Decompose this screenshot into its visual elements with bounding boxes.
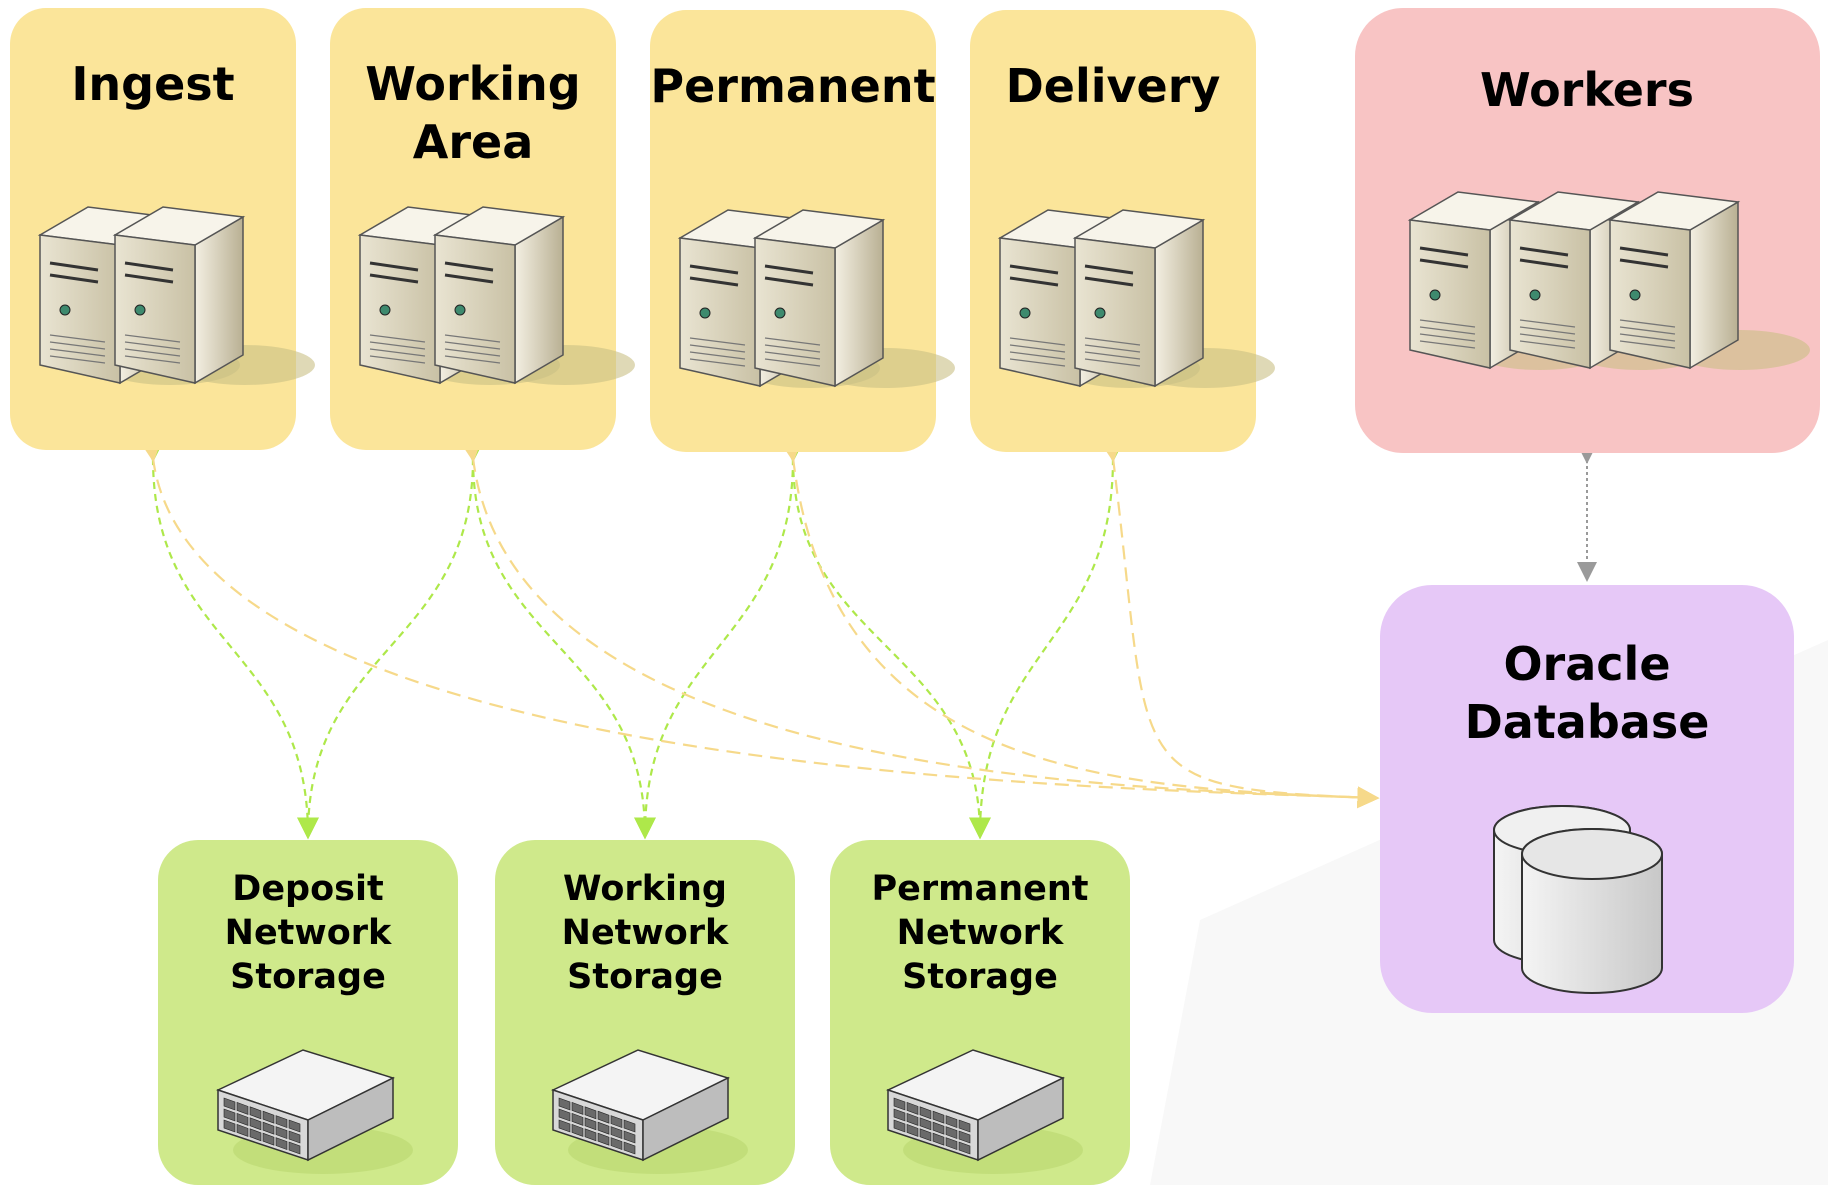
server-panel-delivery: Delivery [970, 10, 1275, 452]
storage-panel-permanent: Permanent Network Storage [830, 840, 1130, 1185]
server-tower-icon [37, 206, 315, 385]
storage-array-icon [885, 1049, 1083, 1174]
database-link [779, 439, 1380, 809]
panel-title-line-3: Storage [567, 957, 723, 997]
panel-title: Delivery [1006, 59, 1221, 113]
workers-panel: Workers [1355, 8, 1820, 453]
panel-title-line-2: Network [225, 913, 392, 953]
panel-title-line-2: Network [897, 913, 1064, 953]
server-tower-icon [677, 209, 955, 388]
panel-title-line-2: Area [413, 115, 534, 169]
storage-array-icon [550, 1049, 748, 1174]
worker-tower-icon [1407, 191, 1810, 370]
panel-title-line-3: Storage [230, 957, 386, 997]
server-panel-permanent: Permanent [650, 10, 955, 452]
server-tower-icon [357, 206, 635, 385]
server-panel-ingest: Ingest [10, 8, 315, 450]
storage-link [634, 440, 805, 840]
database-link [1099, 439, 1380, 809]
connections-layer [139, 439, 1597, 840]
storage-panel-working: Working Network Storage [495, 840, 795, 1185]
storage-panel-deposit: Deposit Network Storage [158, 840, 458, 1185]
storage-link [297, 440, 485, 840]
panel-title-line-1: Working [563, 869, 727, 909]
panel-title-line-1: Oracle [1503, 637, 1670, 691]
database-link [459, 439, 1380, 809]
storage-link [141, 440, 319, 840]
storage-link [781, 440, 991, 840]
database-cylinder-icon [1493, 805, 1663, 994]
panel-title-line-1: Working [365, 57, 580, 111]
database-panel: Oracle Database [1380, 585, 1794, 1013]
panel-title: Ingest [71, 57, 234, 111]
database-link [139, 439, 1380, 809]
storage-link [461, 440, 656, 840]
storage-array-icon [215, 1049, 413, 1174]
panel-title: Permanent [650, 59, 935, 113]
panel-title-line-2: Network [562, 913, 729, 953]
panel-title-line-1: Deposit [232, 869, 383, 909]
server-panel-working-area: Working Area [330, 8, 635, 450]
panel-title-line-2: Database [1465, 695, 1710, 749]
panel-title: Workers [1480, 63, 1694, 117]
panel-title-line-1: Permanent [871, 869, 1088, 909]
server-tower-icon [997, 209, 1275, 388]
panel-title-line-3: Storage [902, 957, 1058, 997]
